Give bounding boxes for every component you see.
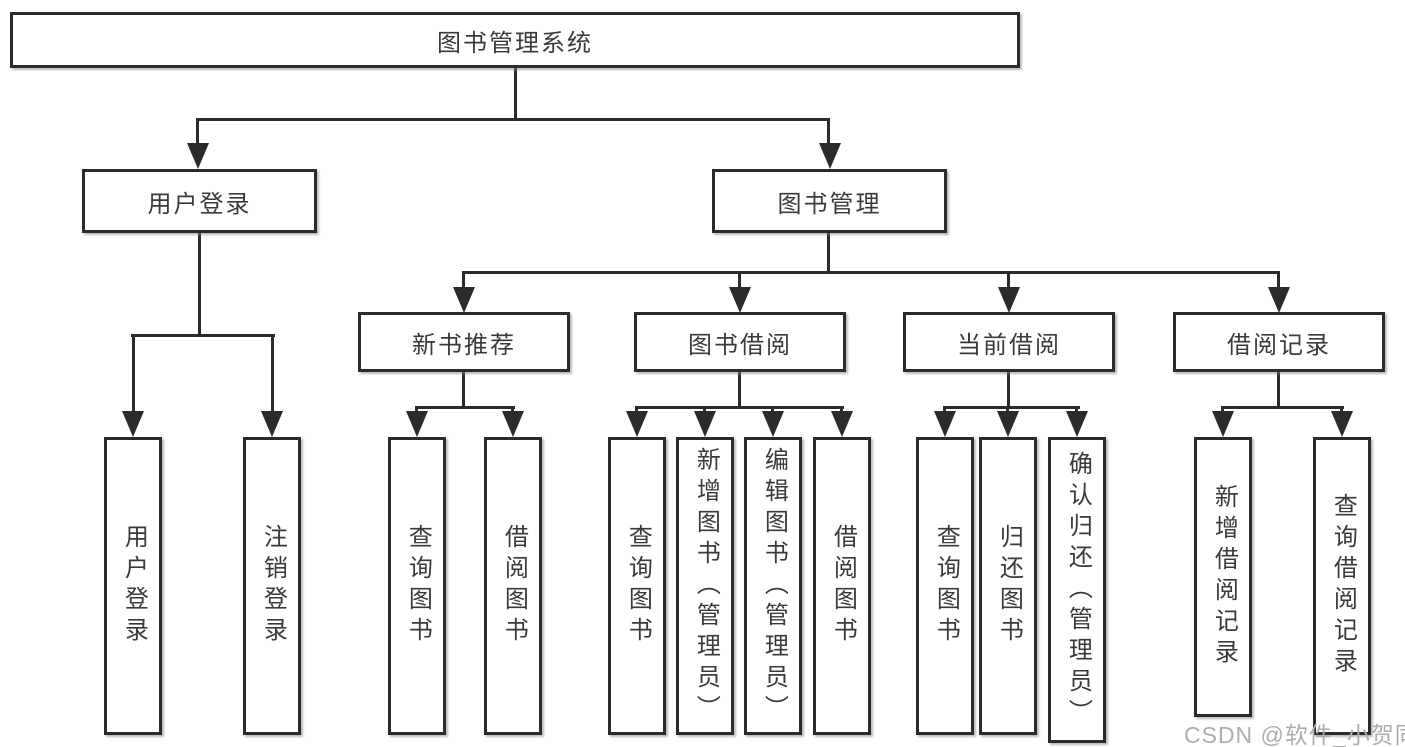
- node-new-book-recommend: 新书推荐: [358, 312, 570, 372]
- connector-line: [827, 232, 830, 273]
- connector-line: [1007, 372, 1010, 408]
- connector-line: [196, 118, 830, 121]
- arrow-down-icon: [729, 287, 751, 313]
- leaf-label: 新增图书（管理员）: [692, 446, 720, 726]
- leaf-label: 注销登录: [259, 524, 287, 648]
- leaf-label: 查询图书: [404, 524, 432, 648]
- connector-line: [196, 120, 199, 144]
- arrow-down-icon: [1268, 287, 1290, 313]
- arrow-down-icon: [934, 411, 956, 437]
- connector-line: [132, 336, 135, 412]
- leaf-label: 编辑图书（管理员）: [760, 446, 788, 726]
- leaf-borrow-books-1: 借阅图书: [484, 437, 542, 735]
- node-book-borrowing: 图书借阅: [634, 312, 846, 372]
- arrow-down-icon: [762, 411, 784, 437]
- node-current-borrowing: 当前借阅: [903, 312, 1115, 372]
- arrow-down-icon: [626, 411, 648, 437]
- connector-line: [635, 406, 844, 409]
- leaf-label: 借阅图书: [829, 524, 857, 648]
- leaf-borrow-books-2: 借阅图书: [813, 437, 871, 735]
- leaf-add-book-admin: 新增图书（管理员）: [676, 437, 734, 735]
- arrow-down-icon: [1212, 411, 1234, 437]
- arrow-down-icon: [406, 411, 428, 437]
- leaf-label: 查询图书: [932, 524, 960, 648]
- arrow-down-icon: [187, 143, 209, 169]
- leaf-label: 用户登录: [120, 524, 148, 648]
- connector-line: [462, 271, 1280, 274]
- leaf-label: 借阅图书: [500, 524, 528, 648]
- arrow-down-icon: [694, 411, 716, 437]
- arrow-down-icon: [122, 411, 144, 437]
- node-library-system: 图书管理系统: [10, 12, 1020, 68]
- watermark: CSDN @软件_小贺同学: [1184, 722, 1405, 747]
- connector-line: [1221, 406, 1344, 409]
- leaf-label: 确认归还（管理员）: [1064, 450, 1092, 730]
- leaf-edit-book-admin: 编辑图书（管理员）: [744, 437, 802, 735]
- leaf-label: 归还图书: [995, 524, 1023, 648]
- leaf-query-books-1: 查询图书: [388, 437, 446, 735]
- leaf-logout: 注销登录: [243, 437, 301, 735]
- arrow-down-icon: [502, 411, 524, 437]
- connector-line: [1277, 273, 1280, 288]
- connector-line: [462, 372, 465, 408]
- leaf-query-books-3: 查询图书: [916, 437, 974, 735]
- leaf-user-login: 用户登录: [104, 437, 162, 735]
- connector-line: [738, 273, 741, 288]
- connector-line: [462, 273, 465, 288]
- arrow-down-icon: [997, 411, 1019, 437]
- arrow-down-icon: [1066, 411, 1088, 437]
- node-user-login: 用户登录: [82, 169, 317, 233]
- connector-line: [131, 334, 275, 337]
- connector-line: [738, 372, 741, 408]
- leaf-add-borrow-record: 新增借阅记录: [1194, 437, 1252, 717]
- leaf-query-borrow-record: 查询借阅记录: [1313, 437, 1371, 735]
- leaf-query-books-2: 查询图书: [608, 437, 666, 735]
- arrow-down-icon: [819, 143, 841, 169]
- connector-line: [198, 232, 201, 336]
- arrow-down-icon: [261, 411, 283, 437]
- leaf-label: 新增借阅记录: [1210, 484, 1238, 670]
- leaf-confirm-return-admin: 确认归还（管理员）: [1048, 437, 1106, 743]
- leaf-return-books: 归还图书: [979, 437, 1037, 735]
- arrow-down-icon: [998, 287, 1020, 313]
- connector-line: [415, 406, 515, 409]
- connector-line: [1277, 372, 1280, 408]
- leaf-label: 查询图书: [624, 524, 652, 648]
- connector-line: [514, 68, 517, 120]
- node-book-management: 图书管理: [712, 169, 947, 233]
- arrow-down-icon: [831, 411, 853, 437]
- leaf-label: 查询借阅记录: [1329, 493, 1357, 679]
- arrow-down-icon: [453, 287, 475, 313]
- arrow-down-icon: [1331, 411, 1353, 437]
- node-borrow-records: 借阅记录: [1173, 312, 1385, 372]
- connector-line: [827, 120, 830, 144]
- connector-line: [943, 406, 1080, 409]
- connector-line: [271, 336, 274, 412]
- connector-line: [1007, 273, 1010, 288]
